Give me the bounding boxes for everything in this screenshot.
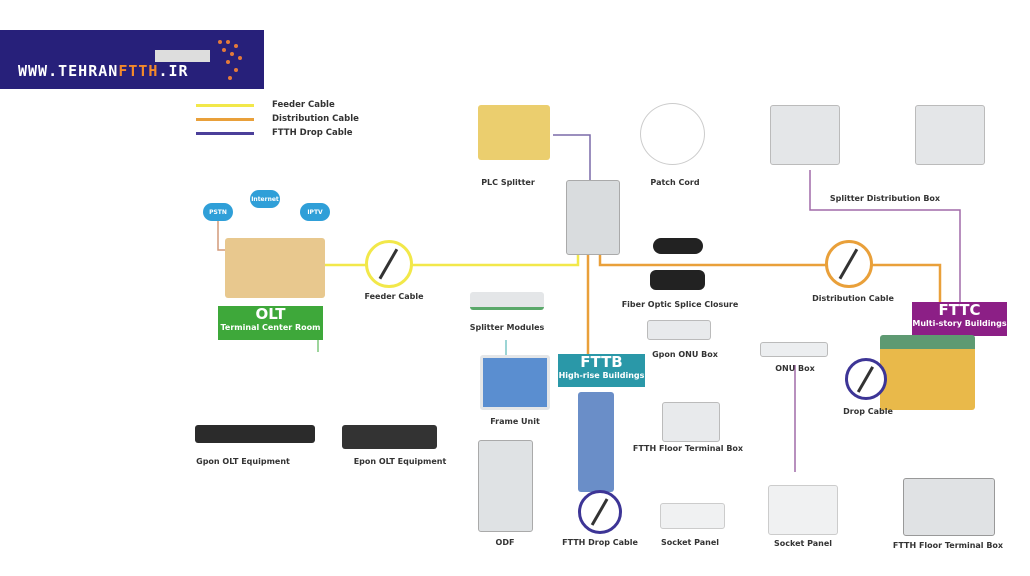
socket-panel-2-label: Socket Panel bbox=[773, 539, 833, 548]
high-rise-building bbox=[578, 392, 614, 492]
socket-panel-2 bbox=[768, 485, 838, 535]
ftth-drop-cable-label: FTTH Drop Cable bbox=[562, 538, 638, 547]
ftth-floor-terminal-box-2 bbox=[903, 478, 995, 536]
patch-cord bbox=[640, 103, 705, 165]
epon-olt-equipment bbox=[342, 425, 437, 449]
outdoor-cabinet bbox=[566, 180, 620, 255]
feeder-cable-label: Feeder Cable bbox=[364, 292, 424, 301]
drop-line-sdb bbox=[809, 170, 961, 302]
ftth-floor-terminal-box-1-label: FTTH Floor Terminal Box bbox=[632, 444, 744, 453]
logo-text: WWW.TEHRANFTTH.IR bbox=[18, 62, 189, 80]
feeder-cable-line bbox=[320, 255, 580, 267]
terminal-center-building bbox=[225, 238, 325, 298]
feeder-cable-icon bbox=[365, 240, 413, 288]
legend-distribution: Distribution Cable bbox=[196, 114, 359, 124]
ftth-drop-cable-icon bbox=[578, 490, 622, 534]
gpon-onu-box-label: Gpon ONU Box bbox=[652, 350, 718, 359]
skyline-map-icon bbox=[155, 40, 242, 80]
splitter-distribution-box-2 bbox=[915, 105, 985, 165]
cloud-internet: Internet bbox=[250, 190, 280, 208]
odf-label: ODF bbox=[495, 538, 515, 547]
legend-drop: FTTH Drop Cable bbox=[196, 128, 353, 138]
splice-closure-open bbox=[650, 270, 705, 290]
splice-closure-top bbox=[653, 238, 703, 254]
cloud-pstn: PSTN bbox=[203, 203, 233, 221]
ftth-floor-terminal-box-1 bbox=[662, 402, 720, 442]
splitter-modules-label: Splitter Modules bbox=[469, 323, 545, 332]
drop-cable-icon bbox=[845, 358, 887, 400]
epon-olt-label: Epon OLT Equipment bbox=[353, 457, 447, 466]
distribution-cable-icon bbox=[825, 240, 873, 288]
onu-box bbox=[760, 342, 828, 357]
ftth-floor-terminal-box-2-label: FTTH Floor Terminal Box bbox=[892, 541, 1004, 550]
splitter-distribution-box-label: Splitter Distribution Box bbox=[829, 194, 941, 203]
frame-unit-label: Frame Unit bbox=[490, 417, 540, 426]
splitter-distribution-box-1 bbox=[770, 105, 840, 165]
gpon-olt-label: Gpon OLT Equipment bbox=[196, 457, 290, 466]
multi-story-building bbox=[880, 335, 975, 410]
cloud-iptv: IPTV bbox=[300, 203, 330, 221]
patch-cord-label: Patch Cord bbox=[650, 178, 700, 187]
legend-feeder: Feeder Cable bbox=[196, 100, 335, 110]
logo: WWW.TEHRANFTTH.IR bbox=[0, 30, 264, 89]
drop-cable-label: Drop Cable bbox=[843, 407, 893, 416]
drop-line-top bbox=[553, 134, 591, 180]
plc-splitter bbox=[478, 105, 550, 160]
gpon-onu-box bbox=[647, 320, 711, 340]
plc-splitter-label: PLC Splitter bbox=[481, 178, 535, 187]
gpon-olt-equipment bbox=[195, 425, 315, 443]
splitter-modules bbox=[470, 292, 544, 310]
odf-cabinet bbox=[478, 440, 533, 532]
distribution-cable-label: Distribution Cable bbox=[812, 294, 894, 303]
socket-panel-1 bbox=[660, 503, 725, 529]
frame-unit bbox=[480, 355, 550, 410]
onu-box-label: ONU Box bbox=[775, 364, 815, 373]
socket-panel-1-label: Socket Panel bbox=[660, 538, 720, 547]
splice-closure-label: Fiber Optic Splice Closure bbox=[621, 300, 739, 309]
